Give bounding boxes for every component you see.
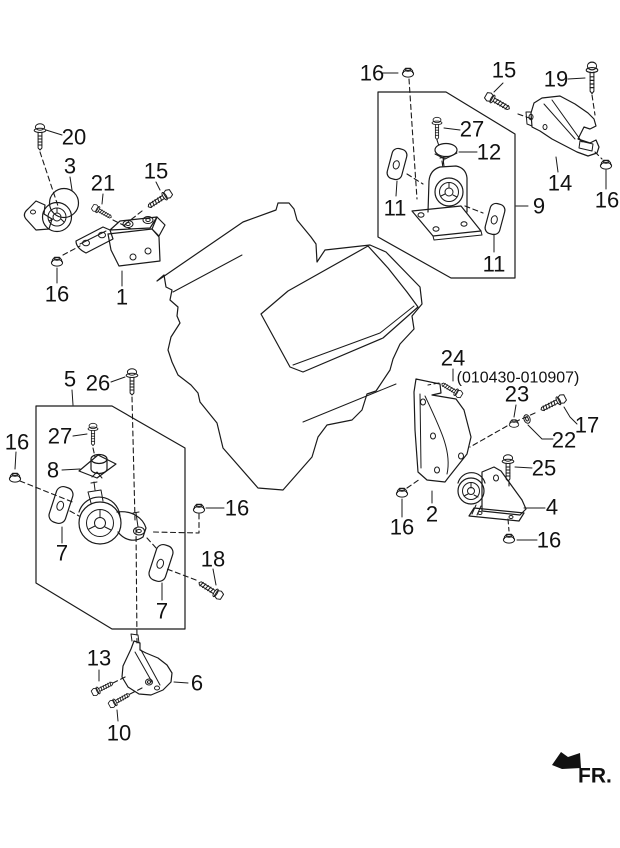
engine-bracket-1 <box>75 216 166 267</box>
bolt-19 <box>585 61 599 95</box>
callout-16-left-top: 16 <box>45 282 69 307</box>
assembly-box-9 <box>377 91 516 279</box>
callout-9: 9 <box>533 194 545 219</box>
fr-label: FR. <box>578 765 612 788</box>
mount-stopper-12 <box>434 142 458 165</box>
callout-12: 12 <box>477 140 501 165</box>
engine-mount-bracket-9 <box>411 156 483 241</box>
callout-15-right: 15 <box>492 58 516 83</box>
assembly-box-5 <box>35 405 186 630</box>
callout-15-left: 15 <box>144 159 168 184</box>
callout-16-bracket2: 16 <box>390 515 414 540</box>
front-direction-indicator: FR. <box>552 752 612 788</box>
bolt-15-left <box>145 187 174 212</box>
bolt-15-right <box>483 90 513 114</box>
callout-16-far-left: 16 <box>5 430 29 455</box>
bolt-18 <box>196 578 225 602</box>
engine-mount-center <box>78 481 147 545</box>
range-note: (010430-010907) <box>457 370 580 387</box>
callout-7-right: 7 <box>156 599 168 624</box>
callout-23: 23 <box>505 382 529 407</box>
callout-6: 6 <box>191 671 203 696</box>
callout-27-right: 27 <box>460 117 484 142</box>
nut-16-top <box>401 67 415 78</box>
rubber-pad-7-right <box>146 542 176 584</box>
callout-24: 24 <box>441 346 465 371</box>
leader-lines <box>14 72 607 722</box>
callout-labels: 20 3 21 15 16 1 16 15 19 27 12 11 14 9 1… <box>5 58 619 746</box>
bolt-21 <box>90 203 114 221</box>
mount-support-bracket-14 <box>525 95 600 157</box>
callout-19: 19 <box>544 67 568 92</box>
bolt-17 <box>538 392 568 415</box>
valve-cover <box>260 245 419 373</box>
bolt-27-left <box>87 422 99 446</box>
roll-stopper-bracket-6 <box>121 633 173 696</box>
callout-18: 18 <box>201 547 225 572</box>
callout-1: 1 <box>116 285 128 310</box>
callout-13: 13 <box>87 646 111 671</box>
engine-silhouette <box>156 202 423 491</box>
nut-23 <box>508 419 520 428</box>
callout-20: 20 <box>62 125 86 150</box>
callout-16-mount4: 16 <box>537 528 561 553</box>
damper-bracket-8 <box>78 453 117 479</box>
callout-27-left: 27 <box>48 424 72 449</box>
callout-5: 5 <box>64 367 76 392</box>
engine-mount-rubber-3 <box>23 187 80 233</box>
callout-16-right: 16 <box>595 188 619 213</box>
callout-8: 8 <box>47 458 59 483</box>
lower-bracket-group <box>90 633 173 710</box>
bolt-26 <box>125 368 139 396</box>
bolt-10 <box>107 690 132 710</box>
engine-detail-lines <box>172 254 397 423</box>
rear-mount-group <box>377 61 613 279</box>
rubber-pad-11-right <box>483 201 507 237</box>
engine-mount-4 <box>457 466 527 522</box>
fr-arrow-icon <box>552 752 581 769</box>
bolt-27-right <box>431 116 443 140</box>
callout-7-left: 7 <box>56 541 68 566</box>
valve-cover-edge-line <box>292 305 415 366</box>
bolt-25 <box>501 454 515 482</box>
callout-14: 14 <box>548 171 572 196</box>
callout-26: 26 <box>86 371 110 396</box>
front-mount-group <box>23 123 174 267</box>
mount-bracket-2 <box>413 378 472 483</box>
nut-16-middle <box>192 503 206 514</box>
callout-16-middle: 16 <box>225 496 249 521</box>
bolt-20 <box>33 123 47 151</box>
nut-16-mount4 <box>502 533 516 544</box>
callout-2: 2 <box>426 502 438 527</box>
callout-11-right: 11 <box>483 252 506 277</box>
callout-16-top: 16 <box>360 61 384 86</box>
nut-16-bracket2 <box>395 487 409 498</box>
callout-4: 4 <box>546 495 558 520</box>
center-mount-group <box>8 368 225 630</box>
nut-16-left-top <box>50 256 64 267</box>
side-mount-group <box>395 378 568 544</box>
callout-10: 10 <box>107 721 131 746</box>
callout-11-left: 11 <box>384 196 407 221</box>
callout-3: 3 <box>64 154 76 179</box>
callout-21: 21 <box>91 171 115 196</box>
engine-block-outline <box>156 202 423 491</box>
callout-25: 25 <box>532 456 556 481</box>
rubber-pad-11-left <box>385 146 409 182</box>
rubber-pad-7-left <box>46 484 76 526</box>
bolt-13 <box>90 679 115 698</box>
callout-17: 17 <box>575 413 599 438</box>
nut-16-far-left <box>8 472 22 483</box>
nut-16-right <box>599 159 613 170</box>
callout-22: 22 <box>552 428 576 453</box>
